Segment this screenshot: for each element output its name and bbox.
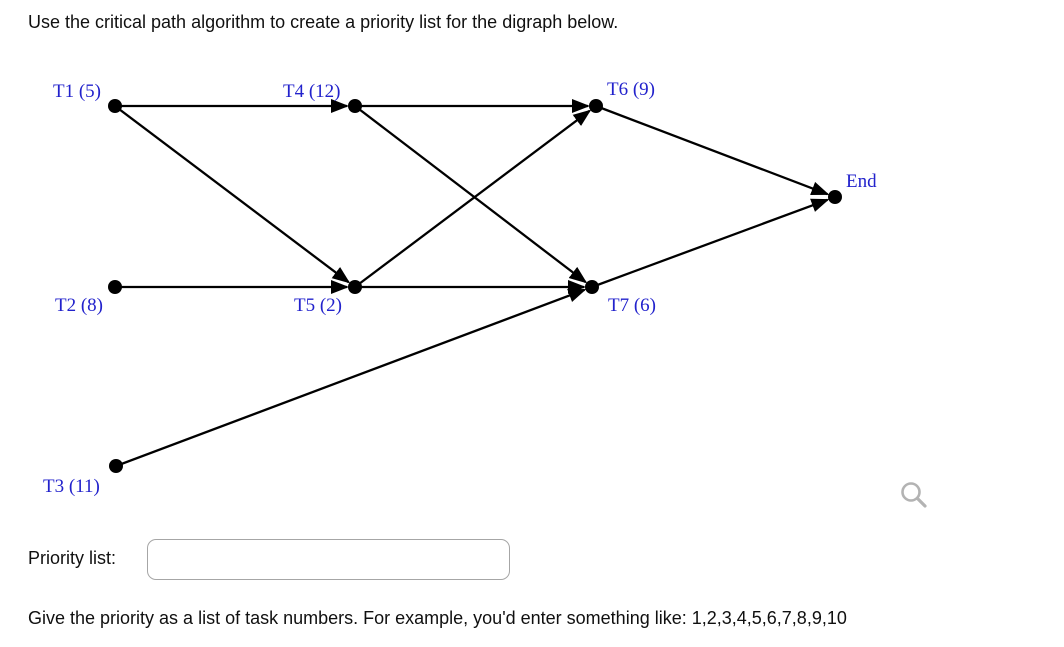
node-label-T4: T4 (12) xyxy=(283,81,341,102)
node-label-End: End xyxy=(846,171,877,192)
node-T5 xyxy=(348,280,362,294)
edge-T4-T7 xyxy=(354,105,588,284)
edge-T6-End xyxy=(595,104,830,196)
node-label-T7: T7 (6) xyxy=(608,295,656,316)
question-title: Use the critical path algorithm to creat… xyxy=(28,12,619,32)
node-T6 xyxy=(589,99,603,113)
node-label-T6: T6 (9) xyxy=(607,79,655,100)
priority-list-input[interactable] xyxy=(147,539,510,580)
node-T2 xyxy=(108,280,122,294)
edge-T3-T7 xyxy=(115,288,587,468)
node-layer xyxy=(108,99,842,473)
node-label-layer: T1 (5) T4 (12) T6 (9) T2 (8) T5 (2) T7 (6) T3 … xyxy=(43,79,877,497)
node-label-T1: T1 (5) xyxy=(53,81,101,102)
edge-T1-T5 xyxy=(114,105,351,284)
node-End xyxy=(828,190,842,204)
node-T1 xyxy=(108,99,122,113)
edge-layer xyxy=(114,99,830,468)
node-label-T5: T5 (2) xyxy=(294,295,342,316)
node-label-T3: T3 (11) xyxy=(43,476,100,497)
priority-list-label: Priority list: xyxy=(28,548,117,568)
node-T4 xyxy=(348,99,362,113)
edge-T7-End xyxy=(591,198,830,289)
node-T3 xyxy=(109,459,123,473)
node-T7 xyxy=(585,280,599,294)
edge-T5-T6 xyxy=(354,109,592,288)
magnifier-icon[interactable] xyxy=(896,477,932,513)
node-label-T2: T2 (8) xyxy=(55,295,103,316)
answer-format-instructions: Give the priority as a list of task numb… xyxy=(28,608,847,628)
